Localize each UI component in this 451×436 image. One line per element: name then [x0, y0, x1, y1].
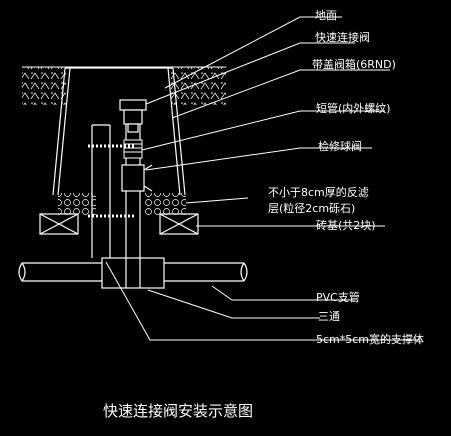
diagram-title: 快速连接阀安装示意图	[103, 402, 254, 420]
gravel-filter-layer	[58, 193, 186, 215]
label-filter-layer-2: 层(粒径2cm砾石)	[268, 202, 356, 215]
tee-fitting	[101, 257, 165, 289]
label-short-pipe: 短管(内外螺纹)	[316, 102, 391, 115]
label-ground: 地面	[315, 9, 337, 22]
short-pipe	[123, 139, 143, 159]
label-tee: 三通	[318, 310, 340, 323]
ground-soil	[22, 66, 226, 105]
leader-lines	[105, 16, 420, 341]
valve-box	[52, 67, 186, 196]
brick-base	[39, 213, 199, 235]
label-service-valve: 检修球阀	[318, 140, 362, 153]
label-quick-valve: 快速连接阀	[315, 31, 370, 44]
quick-valve	[119, 99, 147, 133]
service-ball-valve	[121, 164, 153, 192]
label-brick-base: 砖基(共2块)	[316, 219, 376, 232]
label-filter-layer-1: 不小于8cm厚的反滤	[268, 186, 369, 199]
label-valve-box: 带盖阀箱(6RND)	[312, 58, 396, 71]
label-pvc-pipe: PVC支管	[316, 291, 360, 304]
label-support: 5cm*5cm宽的支撑体	[316, 333, 425, 346]
